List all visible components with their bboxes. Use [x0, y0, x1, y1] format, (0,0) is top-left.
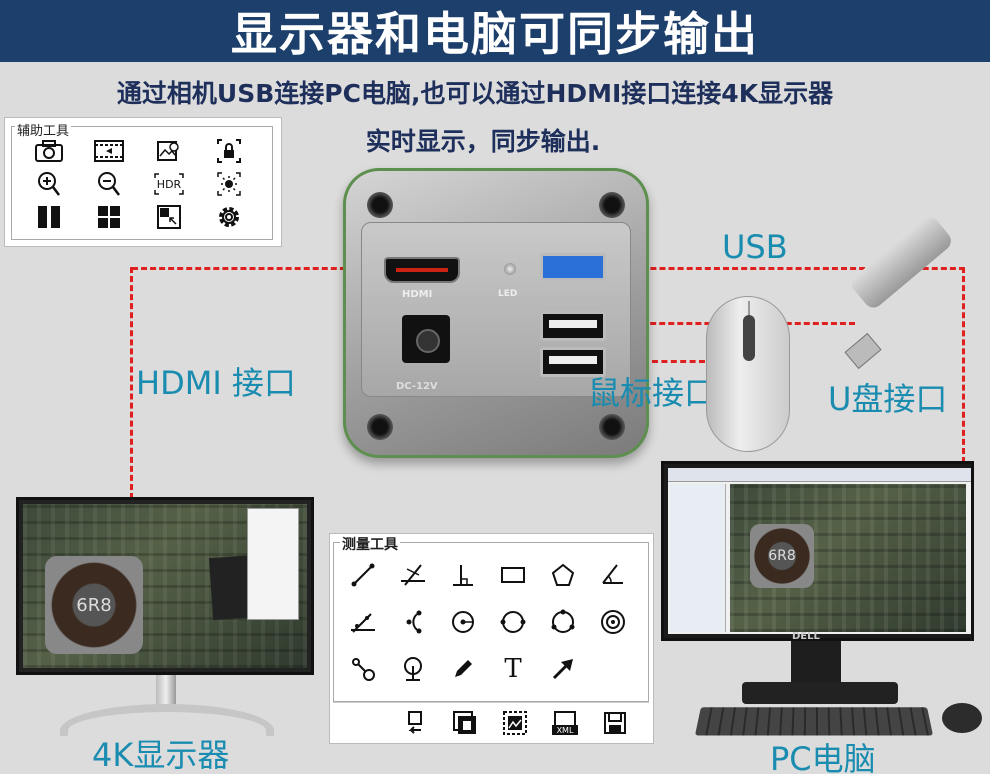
angle-icon[interactable]: [588, 552, 638, 599]
aux-tools-frame: [11, 126, 273, 240]
polygon-icon[interactable]: [538, 552, 588, 599]
measure-tools-grid: T: [338, 552, 638, 692]
udisk-port-text: U盘接口: [828, 380, 948, 418]
hdmi-port: [384, 257, 460, 283]
monitor-stand-neck: [156, 675, 176, 710]
parallel-icon[interactable]: [388, 552, 438, 599]
pc-screen: 6R8: [668, 468, 971, 634]
usb-line-right: [962, 267, 965, 463]
pen-icon[interactable]: [438, 645, 488, 692]
pc-mouse: [942, 703, 982, 733]
aux-tools-panel: 辅助工具 HDR: [4, 117, 282, 247]
aux-tools-grid: HDR: [19, 134, 259, 234]
aux-tools-title: 辅助工具: [15, 120, 72, 139]
point-icon[interactable]: [388, 645, 438, 692]
pc-brand-logo: DELL: [792, 631, 820, 642]
screw: [599, 414, 625, 440]
monitor-stand-base: [60, 704, 274, 736]
two-point-distance-icon[interactable]: [338, 645, 388, 692]
hdmi-port-text: HDMI 接口: [136, 364, 296, 402]
concentric-icon[interactable]: [588, 599, 638, 646]
screw: [367, 192, 393, 218]
pc-software-sidebar: [670, 484, 726, 632]
split-four-icon[interactable]: [79, 201, 139, 234]
pc-text: PC电脑: [770, 740, 876, 774]
camera-icon[interactable]: [19, 134, 79, 167]
usb-drive: [847, 213, 955, 312]
usb2-port-bottom: [540, 347, 606, 377]
monitor-4k-text: 4K显示器: [92, 736, 230, 774]
undo-delete-icon[interactable]: [390, 706, 440, 740]
hdr-icon[interactable]: HDR: [139, 167, 199, 200]
measure-divider: [333, 702, 649, 703]
subtitle-line1: 通过相机USB连接PC电脑,也可以通过HDMI接口连接4K显示器: [116, 79, 834, 108]
picture-in-picture-icon[interactable]: [139, 201, 199, 234]
circle-ring-icon[interactable]: [538, 599, 588, 646]
dc-label: DC-12V: [396, 381, 438, 392]
rectangle-icon[interactable]: [488, 552, 538, 599]
dc-power-jack: [402, 315, 450, 363]
lock-icon[interactable]: [199, 134, 259, 167]
xml-text: XML: [557, 726, 574, 735]
measure-tools-frame: [333, 542, 649, 702]
line-icon[interactable]: [338, 552, 388, 599]
pc-base: [742, 682, 898, 704]
save-icon[interactable]: [590, 706, 640, 740]
split-two-icon[interactable]: [19, 201, 79, 234]
video-record-icon[interactable]: [79, 134, 139, 167]
text-glyph: T: [504, 653, 522, 684]
zoom-in-icon[interactable]: [19, 167, 79, 200]
delete-all-icon[interactable]: [440, 706, 490, 740]
usb-line-top: [605, 267, 965, 270]
hdr-text: HDR: [157, 178, 182, 191]
hdmi-line-left: [130, 267, 133, 499]
circle-3point-icon[interactable]: [488, 599, 538, 646]
usb3-port: [540, 253, 606, 281]
settings-gear-icon[interactable]: [199, 201, 259, 234]
monitor-screen: 6R8: [23, 504, 307, 668]
inductor-component: 6R8: [45, 556, 143, 654]
pc-inductor-component: 6R8: [750, 524, 814, 588]
export-xml-icon[interactable]: XML: [540, 706, 590, 740]
circle-center-icon[interactable]: [438, 599, 488, 646]
pc-software-toolbar: [668, 468, 971, 482]
subtitle-line2: 实时显示，同步输出.: [365, 127, 601, 156]
usb-drive-connector: [844, 332, 882, 370]
hdmi-port-label: HDMI: [402, 289, 433, 300]
export-image-icon[interactable]: [490, 706, 540, 740]
measure-bottom-toolbar: XML: [390, 706, 640, 740]
camera-port-panel: HDMI LED DC-12V: [361, 222, 631, 397]
led-indicator: [504, 263, 516, 275]
pc-stand: [791, 641, 841, 685]
polyline-icon[interactable]: [338, 599, 388, 646]
empty-cell: [588, 645, 638, 692]
brightness-icon[interactable]: [199, 167, 259, 200]
arrow-icon[interactable]: [538, 645, 588, 692]
hdmi-line-top: [132, 267, 382, 270]
pc-software-image: 6R8: [730, 484, 966, 632]
text-icon[interactable]: T: [488, 645, 538, 692]
header-banner: 显示器和电脑可同步输出: [0, 0, 990, 62]
measure-tools-title: 测量工具: [340, 534, 400, 554]
screw: [367, 414, 393, 440]
keyboard: [694, 707, 934, 736]
mouse-wheel: [743, 315, 755, 361]
led-label: LED: [498, 289, 518, 299]
camera-device: HDMI LED DC-12V: [343, 168, 649, 458]
arc-icon[interactable]: [388, 599, 438, 646]
mouse-port-text: 鼠标接口: [588, 374, 717, 412]
screw: [599, 192, 625, 218]
zoom-out-icon[interactable]: [79, 167, 139, 200]
screen-tool-overlay: [247, 508, 299, 620]
pc-monitor: 6R8: [661, 461, 974, 641]
measure-tools-panel: 测量工具 T XML: [329, 533, 654, 744]
usb-label: USB: [722, 228, 788, 266]
usb2-port-top: [540, 311, 606, 341]
mouse-line: [605, 360, 705, 363]
page-title: 显示器和电脑可同步输出: [231, 7, 759, 61]
image-search-icon[interactable]: [139, 134, 199, 167]
mouse-device: [706, 296, 790, 452]
monitor-4k: 6R8: [16, 497, 314, 675]
perpendicular-icon[interactable]: [438, 552, 488, 599]
